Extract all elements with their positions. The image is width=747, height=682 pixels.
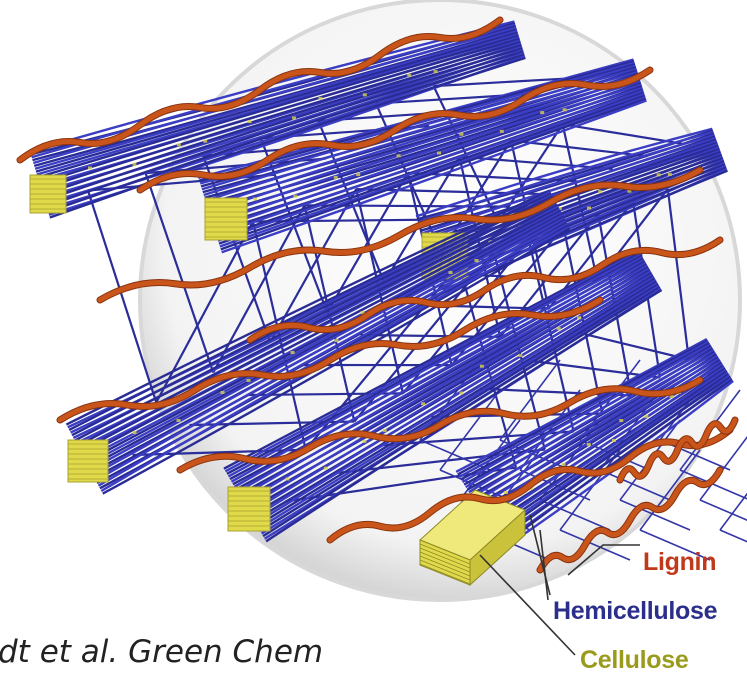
- cellulose-glint: [363, 93, 367, 96]
- hemicellulose-label: Hemicellulose: [553, 597, 717, 626]
- cellulose-core: [228, 487, 270, 531]
- cellulose-core-face: [205, 198, 247, 240]
- lignin-label: Lignin: [643, 548, 716, 577]
- cellulose-glint: [203, 140, 207, 143]
- cellulose-glint: [335, 339, 339, 342]
- cellulose-core: [30, 175, 66, 213]
- cellulose-glint: [562, 463, 566, 466]
- cellulose-glint: [598, 190, 602, 193]
- cellulose-glint: [437, 152, 441, 155]
- cellulose-glint: [657, 173, 661, 176]
- cellulose-glint: [518, 354, 522, 357]
- cellulose-glint: [247, 379, 251, 382]
- cellulose-glint: [334, 176, 338, 179]
- cellulose-glint: [612, 439, 616, 442]
- cellulose-glint: [407, 74, 411, 77]
- cellulose-core-face: [68, 440, 108, 482]
- cellulose-glint: [286, 478, 290, 481]
- cellulose-glint: [577, 316, 581, 319]
- crosslink-line: [720, 530, 747, 560]
- cellulose-glint: [253, 198, 257, 201]
- cellulose-glint: [449, 271, 453, 274]
- cellulose-glint: [383, 429, 387, 432]
- cellulose-glint: [177, 419, 181, 422]
- cellulose-glint: [88, 167, 92, 170]
- cellulose-glint: [460, 392, 464, 395]
- cellulose-glint: [397, 154, 401, 157]
- cellulose-glint: [504, 491, 508, 494]
- cellulose-glint: [177, 143, 181, 146]
- cellulose-glint: [540, 111, 544, 114]
- cellulose-glint: [475, 259, 479, 262]
- cellulose-glint: [362, 440, 366, 443]
- cellulose-glint: [292, 117, 296, 120]
- cellulose-glint: [293, 195, 297, 198]
- cellulose-glint: [133, 431, 137, 434]
- cellulose-glint: [557, 327, 561, 330]
- citation-text: dt et al. Green Chem: [0, 634, 323, 670]
- cellulose-core: [68, 440, 108, 482]
- cellulose-glint: [248, 120, 252, 123]
- cellulose-glint: [587, 443, 591, 446]
- cellulose-glint: [480, 365, 484, 368]
- cellulose-glint: [459, 133, 463, 136]
- citation-et-al: et al.: [40, 634, 119, 670]
- cellulose-glint: [644, 415, 648, 418]
- citation-author-fragment: dt: [0, 634, 30, 670]
- cellulose-glint: [356, 173, 360, 176]
- cellulose-glint: [619, 419, 623, 422]
- cellulose-glint: [291, 351, 295, 354]
- cellulose-glint: [668, 173, 672, 176]
- cellulose-glint: [324, 467, 328, 470]
- cellulose-label: Cellulose: [580, 646, 688, 675]
- cellulose-core-face: [228, 487, 270, 531]
- cellulose-glint: [318, 97, 322, 100]
- cellulose-glint: [221, 391, 225, 394]
- cellulose-glint: [500, 130, 504, 133]
- citation-journal: Green Chem: [128, 634, 323, 670]
- cellulose-glint: [587, 207, 591, 210]
- cellulose-glint: [434, 70, 438, 73]
- cellulose-glint: [563, 108, 567, 111]
- cellulose-glint: [132, 163, 136, 166]
- cellulose-glint: [421, 402, 425, 405]
- cellulose-core: [205, 198, 247, 240]
